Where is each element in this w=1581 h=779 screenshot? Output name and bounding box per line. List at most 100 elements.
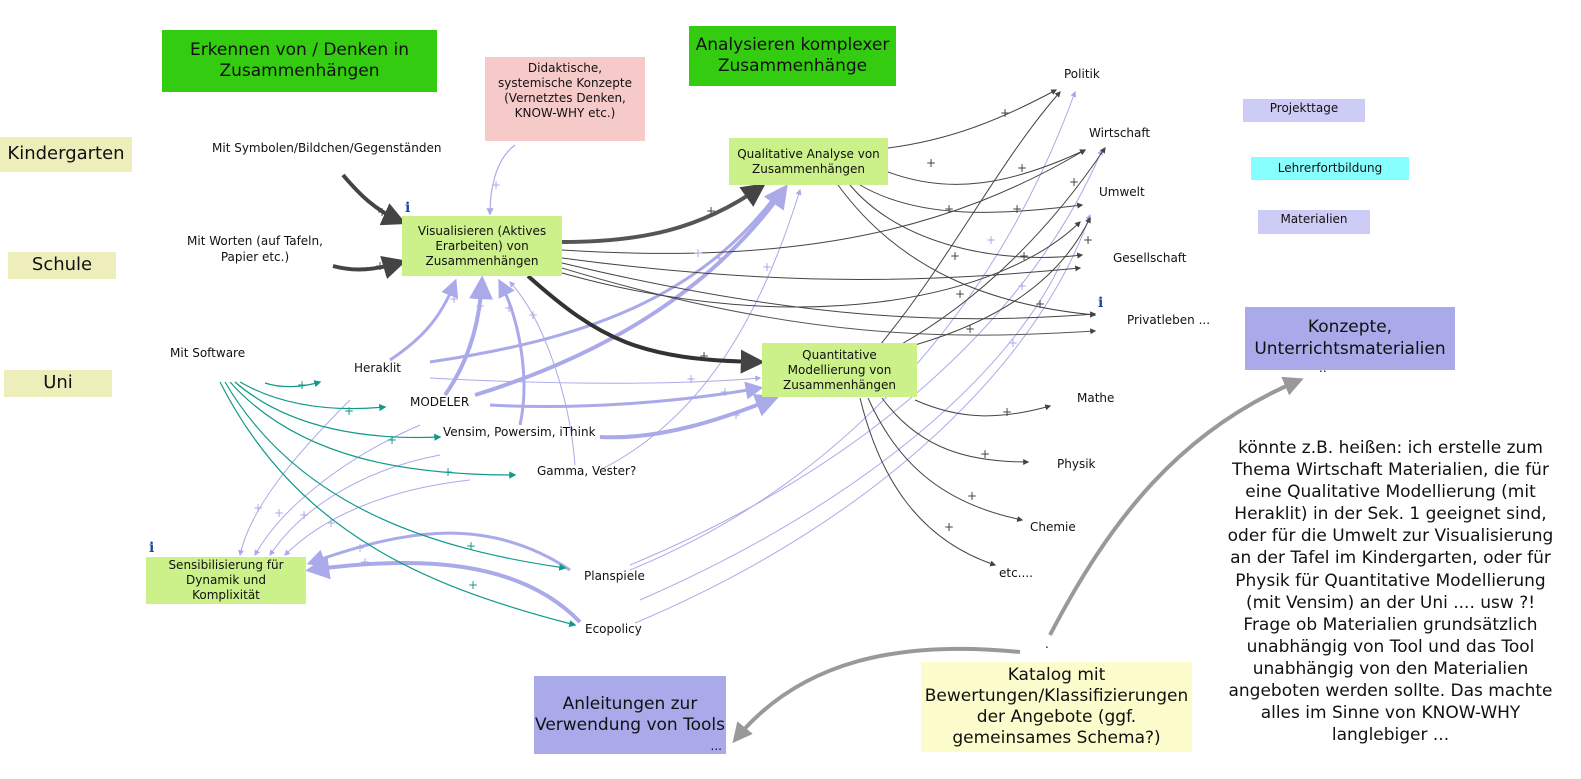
link-visualisieren-privatleben-2 <box>561 267 1097 336</box>
domain-privatleben[interactable]: Privatleben ... <box>1127 313 1211 327</box>
link-heraklit-sensibilisierung <box>238 399 351 557</box>
link-visualisieren-quantitative <box>526 274 765 374</box>
plus-sign: + <box>1000 106 1010 120</box>
level-label: Schule <box>31 254 93 276</box>
note-line: eine Qualitative Modellierung (mit <box>1245 482 1536 503</box>
node-qualitative[interactable]: Qualitative Analyse von Zusammenhängen <box>729 138 888 185</box>
link-heraklit-quantitative <box>429 375 762 384</box>
domain-politik[interactable]: Politik <box>1064 67 1100 81</box>
plus-sign: + <box>1019 249 1029 263</box>
link-vensim-visualisieren <box>498 278 526 426</box>
plus-sign: + <box>466 539 476 553</box>
domain-wirtschaft[interactable]: Wirtschaft <box>1089 126 1151 140</box>
plus-sign: + <box>1012 202 1022 216</box>
tool-ecopolicy[interactable]: Ecopolicy <box>585 622 642 636</box>
offer-materialien[interactable]: Materialien <box>1258 210 1370 234</box>
link-software-ecopolicy <box>219 381 577 628</box>
offer-lehrerfortbildung[interactable]: Lehrerfortbildung <box>1251 157 1409 180</box>
node-anleitungen-label: Anleitungen zur Verwendung von Tools <box>535 693 725 735</box>
plus-sign: + <box>1002 405 1012 419</box>
plus-sign: + <box>965 322 975 336</box>
link-planspiele-wirtschaft <box>629 148 1103 566</box>
plus-sign: + <box>468 578 478 592</box>
note-line: Frage ob Materialien grundsätzlich <box>1243 614 1538 635</box>
header-analysieren[interactable]: Analysieren komplexer Zusammenhänge <box>689 26 896 86</box>
note-line: alles im Sinne von KNOW-WHY <box>1260 703 1521 724</box>
plus-sign: + <box>491 178 501 192</box>
plus-sign: + <box>344 404 354 418</box>
link-worten-visualisieren <box>332 255 407 279</box>
katalog-dot: . <box>1045 637 1049 651</box>
info-icon[interactable]: i <box>405 200 411 216</box>
tool-planspiele[interactable]: Planspiele <box>584 569 645 583</box>
explanatory-note: könnte z.B. heißen: ich erstelle zum The… <box>1200 437 1581 746</box>
node-konzepte[interactable]: Konzepte, Unterrichtsmaterialien .. <box>1245 307 1455 375</box>
node-quantitative[interactable]: Quantitative Modellierung von Zusammenhä… <box>762 343 917 397</box>
domain-umwelt[interactable]: Umwelt <box>1099 185 1145 199</box>
level-kindergarten[interactable]: Kindergarten <box>0 137 132 172</box>
note-line: oder für die Umwelt zur Visualisierung <box>1227 526 1554 547</box>
note-line: langlebiger ... <box>1331 725 1450 746</box>
info-icon[interactable]: i <box>1098 295 1104 311</box>
concepts-note[interactable]: Didaktische, systemische Konzepte (Verne… <box>485 57 645 141</box>
plus-sign: + <box>375 259 385 273</box>
node-visualisieren[interactable]: Visualisieren (Aktives Erarbeiten) von Z… <box>402 216 562 276</box>
link-quantitative-etc <box>859 397 997 567</box>
link-heraklit-qualitative <box>429 187 783 364</box>
tool-modeler[interactable]: MODELER <box>410 395 470 409</box>
note-line: an der Tafel im Kindergarten, oder für <box>1230 548 1551 569</box>
info-icon[interactable]: i <box>149 540 155 556</box>
link-quantitative-mathe <box>914 399 1052 417</box>
link-heraklit-visualisieren <box>389 278 459 362</box>
link-planspiele-sensibilisierung <box>306 531 571 572</box>
plus-sign: + <box>714 251 724 265</box>
plus-sign: + <box>980 447 990 461</box>
note-line: (mit Vensim) an der Uni .... usw ?! <box>1245 592 1536 613</box>
plus-sign: + <box>693 246 703 260</box>
plus-sign: + <box>297 378 307 392</box>
tool-vensim[interactable]: Vensim, Powersim, iThink <box>443 425 596 439</box>
header-erkennen[interactable]: Erkennen von / Denken in Zusammenhängen <box>162 30 437 92</box>
method-symbole[interactable]: Mit Symbolen/Bildchen/Gegenständen <box>212 141 442 155</box>
link-konzepte-visualisieren <box>486 144 516 216</box>
domain-physik[interactable]: Physik <box>1057 457 1096 471</box>
note-line: unabhängig von den Materialien <box>1252 658 1529 679</box>
more-indicator: .. <box>1319 361 1327 375</box>
level-schule[interactable]: Schule <box>8 252 116 279</box>
offer-materialien-label: Materialien <box>1280 212 1348 226</box>
link-quantitative-wirtschaft <box>899 147 1106 346</box>
node-katalog[interactable]: Katalog mit Bewertungen/Klassifizierunge… <box>921 662 1192 752</box>
offer-projekttage[interactable]: Projekttage <box>1243 99 1365 122</box>
domain-chemie[interactable]: Chemie <box>1030 520 1076 534</box>
link-symbole-visualisieren <box>341 173 407 226</box>
node-katalog-label: Katalog mit Bewertungen/Klassifizierunge… <box>924 664 1189 749</box>
plus-sign: + <box>253 501 263 515</box>
plus-sign: + <box>1083 233 1093 247</box>
method-worten[interactable]: Mit Worten (auf Tafeln, Papier etc.) <box>187 234 323 264</box>
tool-gamma[interactable]: Gamma, Vester? <box>537 464 637 478</box>
note-line: könnte z.B. heißen: ich erstelle zum <box>1238 438 1543 458</box>
domain-mathe[interactable]: Mathe <box>1077 391 1115 405</box>
level-label: Kindergarten <box>7 143 125 165</box>
plus-sign: + <box>1035 297 1045 311</box>
link-quantitative-umwelt <box>914 216 1091 346</box>
node-konzepte-label: Konzepte, Unterrichtsmaterialien <box>1254 317 1446 359</box>
node-visualisieren-label: Visualisieren (Aktives Erarbeiten) von Z… <box>417 223 547 268</box>
plus-sign: + <box>377 205 387 219</box>
domain-etc[interactable]: etc.... <box>999 566 1033 580</box>
link-software-modeler <box>239 381 387 412</box>
tool-heraklit[interactable]: Heraklit <box>354 361 402 375</box>
plus-sign: + <box>986 233 996 247</box>
link-ecopolicy-umwelt <box>634 213 1092 624</box>
node-sensibilisierung[interactable]: Sensibilisierung für Dynamik und Komplix… <box>146 557 306 604</box>
link-quantitative-chemie <box>867 397 1024 522</box>
plus-sign: + <box>528 308 538 322</box>
plus-sign: + <box>449 292 459 306</box>
level-uni[interactable]: Uni <box>4 370 112 397</box>
domain-gesellschaft[interactable]: Gesellschaft <box>1113 251 1187 265</box>
node-anleitungen[interactable]: Anleitungen zur Verwendung von Tools ... <box>534 676 726 754</box>
method-software[interactable]: Mit Software <box>170 346 246 360</box>
plus-sign: + <box>326 516 336 530</box>
header-erkennen-label: Erkennen von / Denken in Zusammenhängen <box>189 39 410 81</box>
